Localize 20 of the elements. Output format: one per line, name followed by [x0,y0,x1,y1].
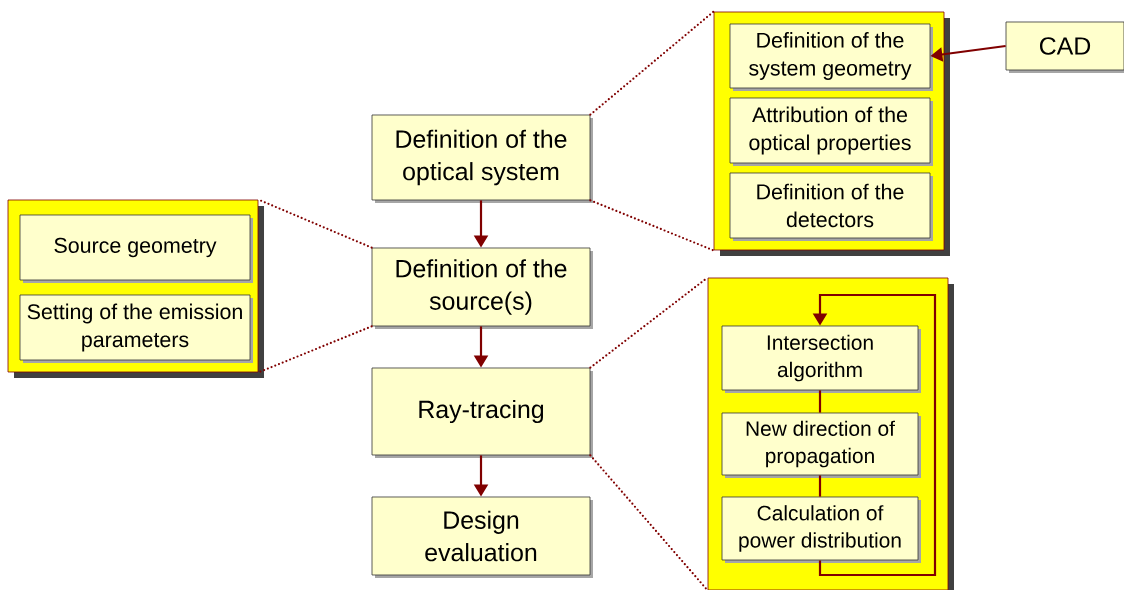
dotted-connector [257,198,373,249]
process-box: Setting of the emission parameters [19,294,253,363]
process-box: Definition of the detectors [729,172,933,241]
connector-line [818,390,822,413]
dotted-connector [589,199,715,252]
process-box: Design evaluation [371,496,593,578]
process-box: Attribution of the optical properties [729,97,933,166]
connector-line [818,475,822,497]
process-box: New direction of propagation [721,412,921,478]
process-box: Ray-tracing [371,367,593,458]
dotted-connector [589,10,715,116]
process-box: Calculation of power distribution [721,496,921,563]
process-box: CAD [1005,21,1124,73]
process-box: Definition of the optical system [371,114,593,203]
process-box: Source geometry [19,214,253,283]
dotted-connector [589,276,709,369]
dotted-connector [589,454,709,590]
process-box: Definition of the system geometry [729,23,933,91]
process-box: Intersection algorithm [721,325,921,393]
process-box: Definition of the source(s) [371,247,593,329]
